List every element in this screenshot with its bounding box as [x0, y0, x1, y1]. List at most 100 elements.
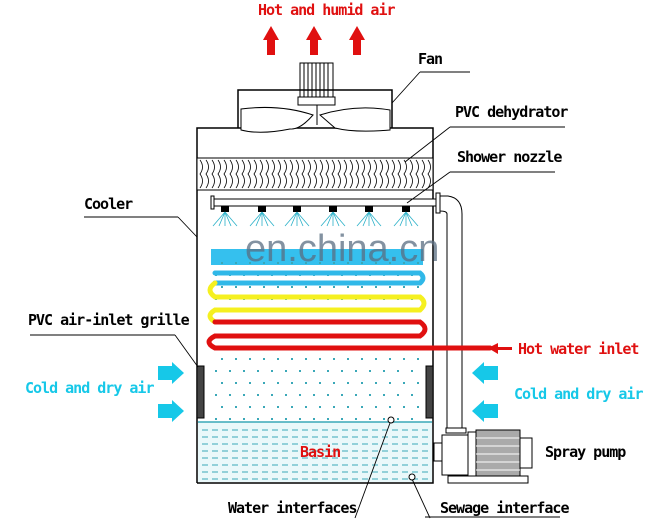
droplet: [299, 394, 301, 396]
droplet: [215, 370, 217, 372]
droplet: [249, 382, 251, 384]
droplet: [235, 262, 237, 264]
droplet: [299, 418, 301, 420]
fill-blade: [403, 159, 407, 189]
fill-blade: [349, 159, 353, 189]
droplet: [417, 406, 419, 408]
fan-motor: [297, 62, 336, 106]
spray-jet: [296, 211, 304, 227]
spray-jet: [368, 211, 376, 227]
droplet: [271, 418, 273, 420]
spray-pump: [433, 427, 533, 484]
droplet: [291, 358, 293, 360]
droplet: [305, 406, 307, 408]
spray-jet: [224, 211, 238, 227]
droplet: [397, 418, 399, 420]
droplet: [389, 262, 391, 264]
cooled-water-band: [211, 249, 423, 265]
fill-blade: [277, 159, 281, 189]
droplet: [263, 382, 265, 384]
droplet: [411, 370, 413, 372]
droplet: [221, 262, 223, 264]
spray-jet: [261, 211, 269, 227]
droplet: [347, 262, 349, 264]
droplet: [375, 358, 377, 360]
spray-jet: [399, 211, 407, 227]
droplet: [229, 394, 231, 396]
fill-blade: [229, 159, 233, 189]
fill-blade: [361, 159, 365, 189]
droplet: [361, 262, 363, 264]
fill-blade: [301, 159, 305, 189]
droplet: [305, 262, 307, 264]
spray-jet: [326, 211, 334, 227]
droplet: [319, 406, 321, 408]
droplet: [291, 406, 293, 408]
droplet: [389, 406, 391, 408]
fill-blade: [379, 159, 383, 189]
droplet: [277, 382, 279, 384]
nozzle: [221, 206, 229, 212]
spray-jet: [212, 211, 226, 227]
spray-jet: [296, 211, 310, 227]
fill-blade: [241, 159, 245, 189]
spray-jet: [284, 211, 298, 227]
spray-jet: [224, 211, 232, 227]
droplet: [277, 286, 279, 288]
droplet: [341, 394, 343, 396]
droplet: [389, 286, 391, 288]
droplet: [347, 382, 349, 384]
droplet: [383, 394, 385, 396]
fill-blade: [343, 159, 347, 189]
fill-blade: [235, 159, 239, 189]
fill-blade: [427, 159, 431, 189]
spray-jet: [320, 211, 334, 227]
fill-blade: [409, 159, 413, 189]
fill-blade: [247, 159, 251, 189]
droplet: [235, 286, 237, 288]
droplet: [313, 394, 315, 396]
droplet: [417, 358, 419, 360]
droplet: [397, 394, 399, 396]
droplet: [313, 418, 315, 420]
spray-jet: [393, 211, 407, 227]
droplet: [229, 370, 231, 372]
fill-blade: [313, 159, 317, 189]
nozzle: [365, 206, 373, 212]
droplet: [327, 418, 329, 420]
label-cold-dry-air-left: Cold and dry air: [25, 379, 154, 397]
droplet: [341, 370, 343, 372]
droplet: [369, 370, 371, 372]
droplet: [285, 394, 287, 396]
droplet: [285, 370, 287, 372]
fill-blade: [253, 159, 257, 189]
droplet: [235, 358, 237, 360]
fan-blades: [240, 105, 391, 133]
spray-jet: [362, 211, 370, 227]
fill-blade: [265, 159, 269, 189]
fill-blade: [295, 159, 299, 189]
droplet: [361, 406, 363, 408]
droplet: [221, 406, 223, 408]
droplet: [333, 406, 335, 408]
droplet: [417, 382, 419, 384]
droplet: [243, 394, 245, 396]
basin-water: [198, 421, 432, 482]
fill-blade: [259, 159, 263, 189]
droplet: [327, 370, 329, 372]
fill-blade: [325, 159, 329, 189]
label-hot-water-inlet: Hot water inlet: [518, 340, 639, 358]
droplet: [271, 394, 273, 396]
fill-blade: [283, 159, 287, 189]
droplet: [313, 370, 315, 372]
droplet: [333, 262, 335, 264]
label-cooler: Cooler: [84, 195, 133, 213]
droplet: [333, 358, 335, 360]
fill-blade: [199, 159, 203, 189]
label-shower-nozzle: Shower nozzle: [457, 148, 562, 166]
droplet: [221, 286, 223, 288]
droplet: [263, 358, 265, 360]
air-inlet-grille-left: [196, 365, 205, 419]
fill-blade: [373, 159, 377, 189]
